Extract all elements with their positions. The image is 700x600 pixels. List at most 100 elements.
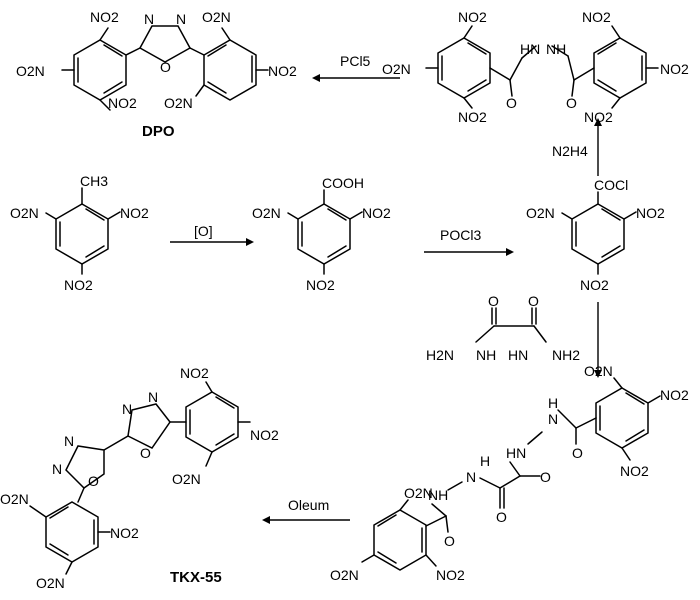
nitro-label: NO2 <box>110 525 139 541</box>
nitro-label: NO2 <box>620 463 649 479</box>
ring-nitrogen: N <box>148 389 158 405</box>
nitro-label: NO2 <box>108 95 137 111</box>
nitro-label: NO2 <box>580 277 609 293</box>
benzene-ring <box>437 37 491 99</box>
carbonyl-oxygen: O <box>572 445 583 461</box>
oleum-arrow: Oleum <box>262 497 350 524</box>
nitro-label: O2N <box>382 61 411 77</box>
oxadiazole-ring <box>65 445 105 489</box>
nitro-label: NO2 <box>636 205 665 221</box>
amine-label: H2N <box>426 347 454 363</box>
nitro-label: NO2 <box>306 277 335 293</box>
carbonyl-oxygen: O <box>566 95 577 111</box>
ring-oxygen: O <box>88 473 99 489</box>
dpo-structure: N N O NO2 O2N NO2 O2N NO2 O2N DPO <box>16 9 297 140</box>
nitro-label: NO2 <box>660 61 689 77</box>
coupling-arrow <box>594 302 602 378</box>
hydrazine-reagent: N2H4 <box>552 143 588 159</box>
tkx55-caption: TKX-55 <box>170 569 222 586</box>
acyl-chloride-label: COCl <box>594 177 628 193</box>
chlorination-arrow: POCl3 <box>424 227 514 256</box>
nitro-label: O2N <box>172 471 201 487</box>
ring-oxygen: O <box>160 59 171 75</box>
dpo-caption: DPO <box>142 123 175 140</box>
ring-oxygen: O <box>140 445 151 461</box>
carbonyl-oxygen: O <box>540 469 551 485</box>
hydrazide-nh: HN <box>520 41 540 57</box>
tetrahydrazide-structure: O2N NO2 NO2 O H N HN O O N H NH O O2N O2… <box>330 363 689 583</box>
acid-chloride-structure: COCl O2N NO2 NO2 <box>526 177 665 293</box>
ring-nitrogen: N <box>52 461 62 477</box>
oxalyl-dihydrazide: O O H2N NH HN NH2 <box>426 293 580 363</box>
benzene-ring <box>73 39 127 101</box>
methyl-label: CH3 <box>80 173 108 189</box>
hydrazide-nh: NH <box>546 41 566 57</box>
benzene-ring <box>373 509 427 571</box>
tnt-structure: CH3 O2N NO2 NO2 <box>10 173 149 293</box>
nh-label: HN <box>508 347 528 363</box>
benzene-ring <box>595 387 649 449</box>
nitro-label: NO2 <box>180 365 209 381</box>
nitro-label: NO2 <box>582 9 611 25</box>
nitro-label: O2N <box>526 205 555 221</box>
oxidation-reagent: [O] <box>194 223 213 239</box>
nitro-label: O2N <box>36 575 65 591</box>
hydrazide-n: N <box>548 411 558 427</box>
ring-nitrogen: N <box>144 11 154 27</box>
carbonyl-oxygen: O <box>496 509 507 525</box>
oxadiazole-ring <box>138 25 192 63</box>
benzene-ring <box>297 203 351 265</box>
amine-label: NH2 <box>552 347 580 363</box>
oxadiazole-ring <box>127 403 171 449</box>
carbonyl-oxygen: O <box>528 293 539 309</box>
nitro-label: NO2 <box>268 63 297 79</box>
benzene-ring <box>571 203 625 265</box>
benzene-ring <box>185 391 239 453</box>
nitro-label: O2N <box>252 205 281 221</box>
carbonyl-oxygen: O <box>506 95 517 111</box>
nitro-label: NO2 <box>64 277 93 293</box>
ring-nitrogen: N <box>176 11 186 27</box>
benzene-ring <box>45 501 99 563</box>
nitro-label: O2N <box>16 63 45 79</box>
nitro-label: O2N <box>404 485 433 501</box>
oxidation-arrow: [O] <box>170 223 254 246</box>
nitro-label: NO2 <box>584 109 613 125</box>
ring-nitrogen: N <box>122 401 132 417</box>
nitro-label: NO2 <box>660 387 689 403</box>
nitro-label: O2N <box>0 491 29 507</box>
nitro-label: O2N <box>584 363 613 379</box>
nitro-label: NO2 <box>90 9 119 25</box>
oleum-reagent: Oleum <box>288 497 329 513</box>
nitro-label: O2N <box>10 205 39 221</box>
pcl5-arrow: PCl5 <box>312 53 400 82</box>
benzene-ring <box>203 39 257 101</box>
carboxyl-label: COOH <box>322 175 364 191</box>
hydrazide-hn: HN <box>506 445 526 461</box>
bishydrazide-structure: O2N NO2 NO2 O HN NH O NO2 NO2 NO2 <box>382 9 689 125</box>
nh-label: NH <box>476 347 496 363</box>
hydrazide-nh: NH <box>428 487 448 503</box>
tkx55-structure: NO2 NO2 O2N N N O N N O O2N NO2 O2N TKX-… <box>0 365 279 591</box>
pcl5-reagent: PCl5 <box>340 53 371 69</box>
nitro-label: O2N <box>330 567 359 583</box>
carbonyl-oxygen: O <box>444 533 455 549</box>
benzene-ring <box>55 203 109 265</box>
nitro-label: NO2 <box>250 427 279 443</box>
hydrazide-h: H <box>548 395 558 411</box>
chlorination-reagent: POCl3 <box>440 227 481 243</box>
carbonyl-oxygen: O <box>488 293 499 309</box>
nitro-label: O2N <box>164 95 193 111</box>
nitro-label: NO2 <box>458 109 487 125</box>
nitro-label: O2N <box>202 9 231 25</box>
benzene-ring <box>593 37 647 99</box>
hydrazide-h: H <box>480 453 490 469</box>
nitro-label: NO2 <box>362 205 391 221</box>
nitro-label: NO2 <box>436 567 465 583</box>
nitro-label: NO2 <box>458 9 487 25</box>
nitro-label: NO2 <box>120 205 149 221</box>
trinitrobenzoic-acid-structure: COOH O2N NO2 NO2 <box>252 175 391 293</box>
hydrazide-n: N <box>466 469 476 485</box>
ring-nitrogen: N <box>64 433 74 449</box>
